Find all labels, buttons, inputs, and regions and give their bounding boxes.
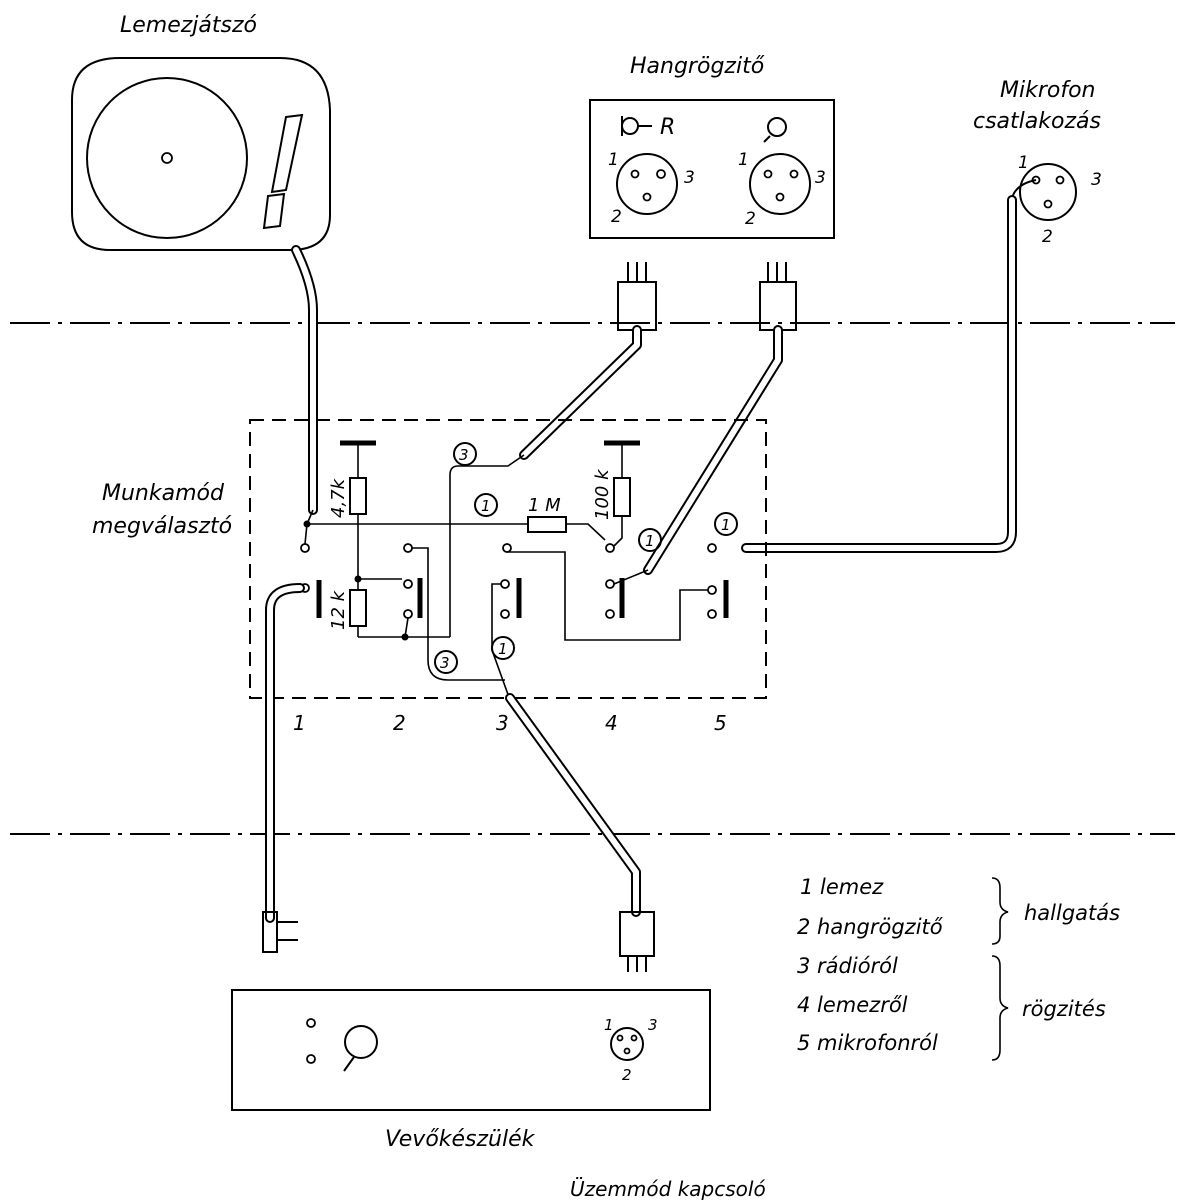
svg-text:3: 3: [648, 1016, 658, 1034]
mic-label-line1: Mikrofon: [1000, 78, 1096, 103]
switch-number-5: 5: [714, 711, 727, 735]
legend-item-5: 5 mikrofonról: [797, 1031, 938, 1055]
switch-number-3: 3: [496, 711, 509, 735]
legend-item-4: 4 lemezről: [797, 993, 908, 1017]
plug-cable: [265, 583, 305, 923]
svg-text:2: 2: [622, 1066, 632, 1084]
recorder-plug-right: [759, 262, 797, 331]
switch-number-1: 1: [293, 711, 306, 735]
svg-text:2: 2: [745, 209, 756, 229]
resistor-4k7: [349, 477, 367, 515]
receiver-box: 1 3 2: [231, 989, 711, 1111]
brace-record: [991, 955, 1009, 1061]
legend-group-listen: hallgatás: [1024, 901, 1120, 925]
svg-text:3: 3: [1091, 170, 1102, 190]
mic-label-line2: csatlakozás: [973, 109, 1101, 134]
turntable-label: Lemezjátszó: [120, 13, 257, 38]
recorder-box: R 1 3 2 1 3 2: [589, 99, 835, 239]
mode-switch-caption: Üzemmód kapcsoló: [570, 1177, 766, 1201]
recorder-socket-left: [616, 153, 678, 215]
resistor-1m: [527, 516, 567, 533]
recorder-r-label: R: [660, 115, 675, 140]
resistor-4k7-label: 4,7k: [328, 477, 349, 518]
svg-text:1: 1: [645, 532, 655, 550]
svg-text:1: 1: [1018, 153, 1029, 173]
receiver-plug: [619, 911, 655, 972]
legend-item-2: 2 hangrögzitő: [797, 915, 944, 939]
switch-number-2: 2: [393, 711, 406, 735]
resistor-100k: [613, 477, 631, 517]
svg-text:2: 2: [611, 207, 622, 227]
circled-label-3-top: 3: [453, 442, 477, 466]
receiver-knob: [344, 1025, 378, 1059]
circled-label-1-c: 1: [714, 512, 738, 536]
svg-text:1: 1: [604, 1016, 614, 1034]
spindle-dot: [161, 152, 173, 164]
svg-text:3: 3: [459, 446, 469, 464]
svg-text:1: 1: [481, 497, 491, 515]
svg-text:2: 2: [1042, 227, 1053, 247]
selector-box: [249, 419, 767, 699]
svg-text:1: 1: [498, 640, 508, 658]
recorder-plug-left: [617, 262, 657, 331]
svg-text:1: 1: [721, 516, 731, 534]
circled-label-1-d: 1: [491, 636, 515, 660]
legend-item-1: 1 lemez: [800, 875, 884, 899]
svg-text:3: 3: [440, 654, 450, 672]
power-plug: [262, 911, 298, 953]
recorder-socket-right: [749, 153, 811, 215]
mic-socket: 1 3 2: [1018, 153, 1102, 247]
selector-label-line1: Munkamód: [102, 481, 225, 506]
switch-number-4: 4: [605, 711, 618, 735]
circled-label-3-bottom: 3: [434, 650, 458, 674]
resistor-100k-label: 100 k: [592, 468, 613, 520]
recorder-label: Hangrögzitő: [630, 54, 765, 79]
svg-text:3: 3: [815, 168, 826, 188]
receiver-label: Vevőkészülék: [385, 1127, 536, 1152]
selector-label-line2: megválasztó: [92, 514, 232, 539]
resistor-12k-label: 12 k: [328, 589, 349, 630]
mic-cable: [741, 195, 1017, 553]
circled-label-1-b: 1: [638, 528, 662, 552]
circled-label-1-a: 1: [474, 493, 498, 517]
receiver-socket: [610, 1027, 644, 1061]
resistor-1m-label: 1 M: [528, 495, 561, 516]
svg-text:1: 1: [738, 150, 749, 170]
legend-item-3: 3 rádióról: [797, 954, 898, 978]
brace-listen: [991, 877, 1009, 945]
svg-text:1: 1: [608, 150, 619, 170]
turntable: [71, 57, 331, 251]
svg-text:3: 3: [684, 168, 695, 188]
legend-group-record: rögzités: [1022, 997, 1106, 1021]
resistor-12k: [349, 589, 367, 627]
cartridge: [262, 192, 286, 230]
platter-circle: [86, 77, 248, 239]
